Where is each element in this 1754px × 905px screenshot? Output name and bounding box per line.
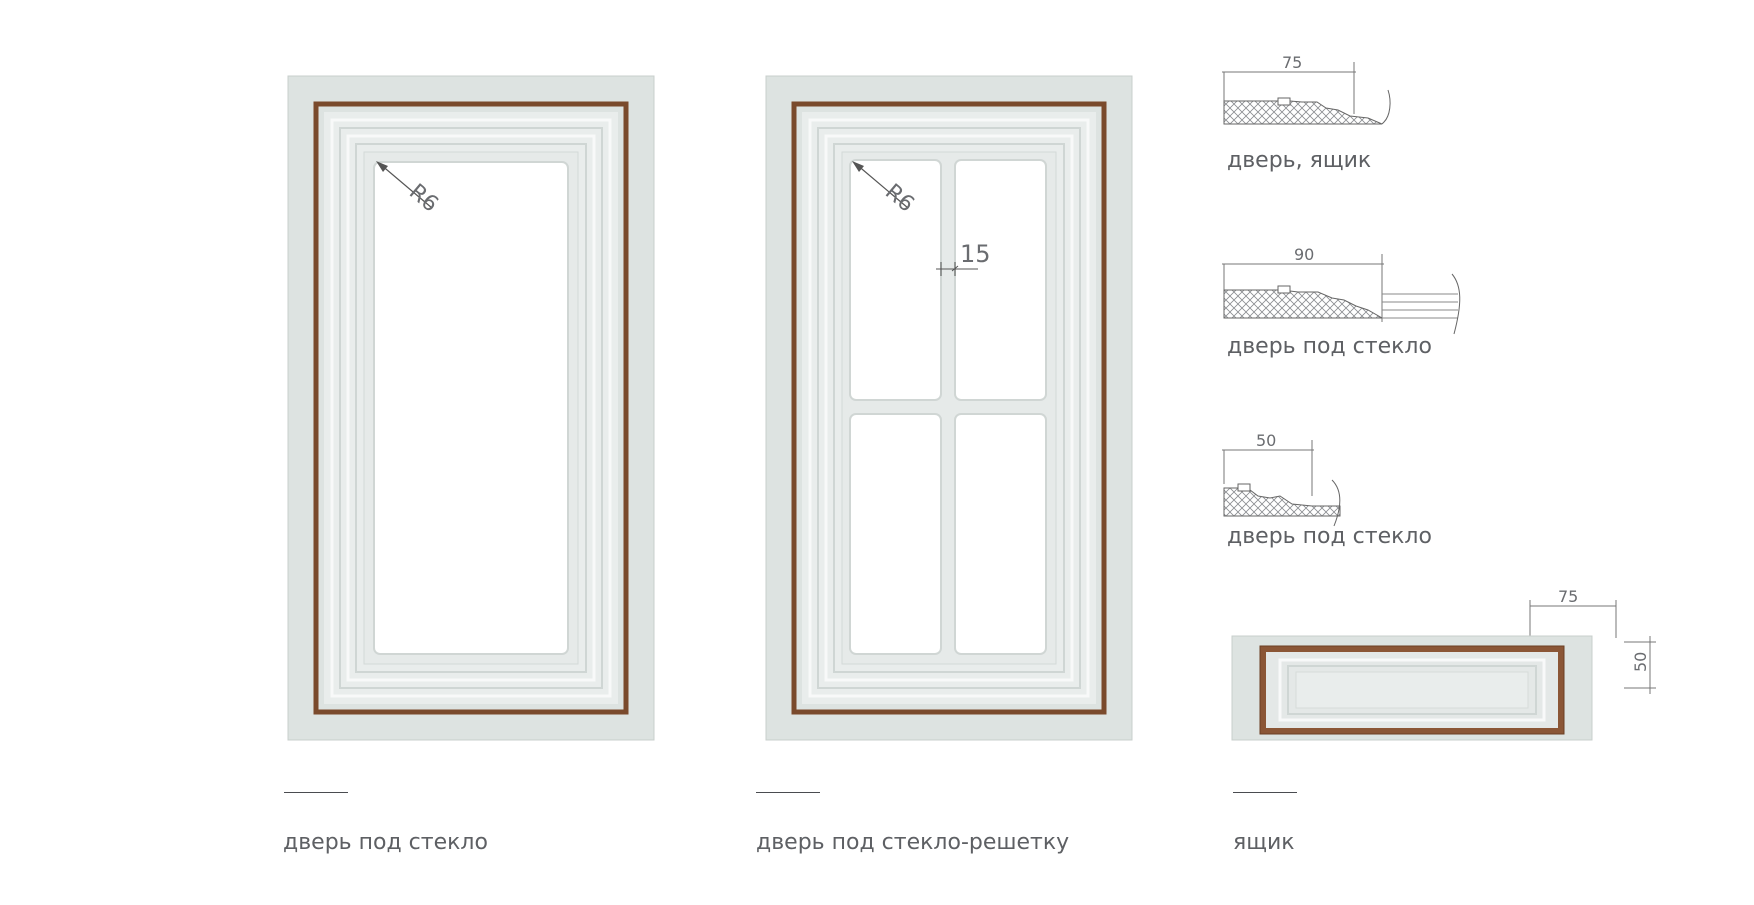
svg-text:75: 75: [1558, 587, 1578, 606]
panel-door-glass-grid: R6 15: [765, 75, 1133, 741]
svg-text:75: 75: [1282, 53, 1302, 72]
panel-caption: дверь под стекло: [283, 830, 488, 855]
panel-drawer: 75 50: [1231, 587, 1656, 741]
profile-label: дверь под стекло: [1227, 524, 1432, 549]
panel-door-glass: R6: [287, 75, 655, 741]
caption-divider: [756, 792, 820, 793]
mullion-label: 15: [960, 240, 991, 268]
profile-label: дверь под стекло: [1227, 334, 1432, 359]
glass-pane: [849, 413, 942, 655]
glass-pane: [954, 159, 1047, 401]
panel-caption: дверь под стекло-решетку: [756, 830, 1070, 855]
profile-door-glass-50: 50: [1222, 431, 1341, 527]
glass-pane: [849, 159, 942, 401]
profile-door-drawer: 75: [1222, 53, 1391, 125]
caption-divider: [284, 792, 348, 793]
profile-door-glass-90: 90: [1222, 245, 1461, 335]
panel-caption: ящик: [1233, 830, 1295, 855]
glass-opening: [373, 161, 569, 655]
glass-pane: [954, 413, 1047, 655]
svg-text:90: 90: [1294, 245, 1314, 264]
profile-label: дверь, ящик: [1227, 148, 1372, 173]
svg-text:50: 50: [1256, 431, 1276, 450]
wood-inlay: [791, 101, 1107, 715]
svg-text:50: 50: [1631, 652, 1650, 672]
caption-divider: [1233, 792, 1297, 793]
wood-inlay: [313, 101, 629, 715]
